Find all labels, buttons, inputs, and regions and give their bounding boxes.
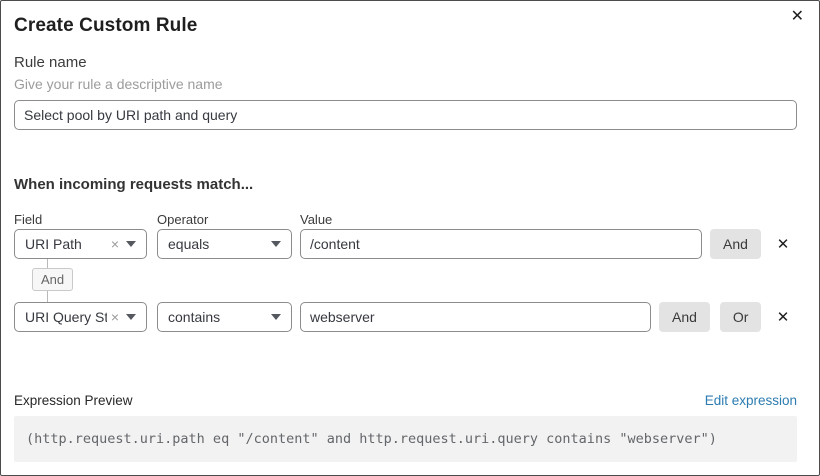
condition-row-1: URI Path × equals And ✕ xyxy=(14,229,797,259)
add-and-condition-button[interactable]: And xyxy=(710,229,761,259)
clear-selection-icon[interactable]: × xyxy=(110,309,119,325)
chevron-down-icon xyxy=(126,314,136,320)
rule-name-hint: Give your rule a descriptive name xyxy=(14,76,223,92)
close-icon[interactable]: ✕ xyxy=(790,8,804,25)
condition-row-2: URI Query St... × contains And Or ✕ xyxy=(14,302,797,332)
add-or-condition-button[interactable]: Or xyxy=(719,302,762,332)
edit-expression-link[interactable]: Edit expression xyxy=(704,393,797,408)
connector-line xyxy=(47,291,48,302)
value-column-label: Value xyxy=(300,212,333,227)
expression-preview-box: (http.request.uri.path eq "/content" and… xyxy=(14,416,797,462)
field-select[interactable]: URI Path × xyxy=(14,229,147,259)
chevron-down-icon xyxy=(126,241,136,247)
expression-preview-label: Expression Preview xyxy=(14,393,133,408)
operator-select[interactable]: equals xyxy=(157,229,292,259)
expression-code: (http.request.uri.path eq "/content" and… xyxy=(26,431,717,447)
field-select-value: URI Query St... xyxy=(25,309,107,325)
value-input[interactable] xyxy=(300,229,702,259)
connector-line xyxy=(47,259,48,268)
add-and-condition-button[interactable]: And xyxy=(659,302,710,332)
remove-condition-icon[interactable]: ✕ xyxy=(769,235,797,253)
remove-condition-icon[interactable]: ✕ xyxy=(769,308,797,326)
field-select-value: URI Path xyxy=(25,236,82,252)
operator-select[interactable]: contains xyxy=(157,302,292,332)
field-column-label: Field xyxy=(14,212,43,227)
chevron-down-icon xyxy=(271,314,281,320)
value-input[interactable] xyxy=(300,302,651,332)
condition-connector: And xyxy=(14,259,797,302)
expression-preview-header: Expression Preview Edit expression xyxy=(14,393,797,409)
clear-selection-icon[interactable]: × xyxy=(110,236,119,252)
rule-name-input[interactable] xyxy=(14,100,797,130)
field-select[interactable]: URI Query St... × xyxy=(14,302,147,332)
match-section-heading: When incoming requests match... xyxy=(14,176,254,193)
operator-column-label: Operator xyxy=(157,212,209,227)
operator-select-value: equals xyxy=(168,236,210,252)
chevron-down-icon xyxy=(271,241,281,247)
and-connector-badge: And xyxy=(32,268,74,291)
operator-select-value: contains xyxy=(168,309,221,325)
condition-column-labels: Field Operator Value xyxy=(14,213,797,227)
rule-name-label: Rule name xyxy=(14,54,87,71)
dialog-title: Create Custom Rule xyxy=(14,15,198,36)
